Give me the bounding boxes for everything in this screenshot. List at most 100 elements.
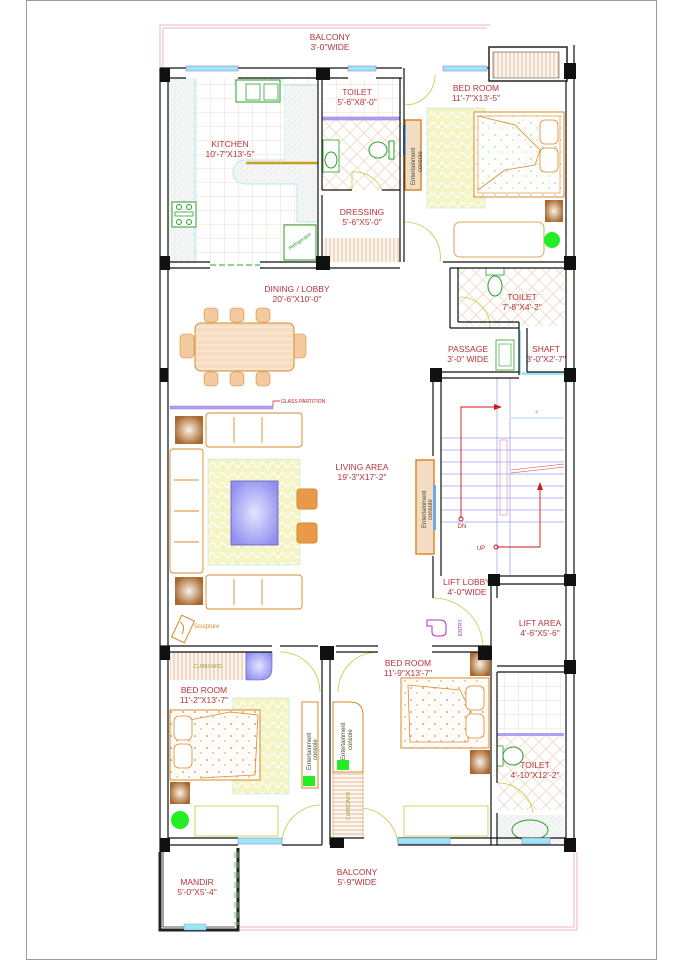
- side-table-lamp: [545, 200, 563, 222]
- room-name: BED ROOM: [181, 685, 227, 695]
- couch: [453, 221, 545, 258]
- room-name: DINING / LOBBY: [264, 284, 330, 294]
- toilet-seat-icon: [502, 746, 524, 766]
- plant-icon: [544, 232, 560, 248]
- balcony-north: BALCONY 3'-0"WIDE: [159, 24, 490, 68]
- dining-lobby: DINING / LOBBY 20'-6"X10'-0": [179, 284, 330, 387]
- room-name: DRESSING: [340, 207, 384, 217]
- dining-table-icon: [179, 307, 307, 387]
- side-table-lamp: [175, 416, 203, 444]
- room-size: 4'-10"X12'-2": [511, 770, 560, 780]
- glass-partition-label: GLASS PARTITION: [281, 399, 326, 405]
- refrigerator: [283, 224, 317, 261]
- toilet-seat-icon: [487, 275, 503, 297]
- room-name: LIVING AREA: [336, 462, 389, 472]
- living-area: GLASS PARTITION Entertainment console Sc…: [169, 399, 436, 644]
- sofa-icon: [194, 805, 279, 837]
- room-name: MANDIR: [180, 877, 214, 887]
- room-size: 7'-8"X4'-2": [502, 302, 542, 312]
- sculpture-icon: Sculpture: [170, 614, 220, 644]
- cupboard-label: CUBBOARD: [346, 791, 352, 820]
- toilet-seat-icon: [368, 141, 388, 159]
- room-size: 3'-0"X2'-7": [526, 354, 566, 364]
- columns: [160, 63, 576, 852]
- side-table-lamp: [175, 577, 203, 605]
- entry-hand-icon: [426, 619, 447, 637]
- entertainment-label: console: [348, 729, 354, 750]
- entry-door[interactable]: ENTRY: [426, 597, 484, 649]
- bedroom-1: Entertainment console BED ROOM 11'-7"X13…: [403, 46, 568, 263]
- stair-down-label: DN: [458, 524, 467, 530]
- room-size: 10'-7"X13'-5": [206, 149, 255, 159]
- room-size: 5'-6"X5'-0": [342, 217, 382, 227]
- room-size: 5'-6"X8'-0": [337, 97, 377, 107]
- lift-lobby: LIFT LOBBY 4'-0"WIDE: [443, 577, 491, 597]
- room-name: TOILET: [342, 87, 372, 97]
- cupboard: [170, 652, 246, 680]
- stair-width-label: 4': [535, 410, 539, 416]
- stair-up-label: UP: [477, 546, 485, 552]
- side-table-lamp: [170, 782, 190, 804]
- room-size: 5'-9"WIDE: [337, 877, 376, 887]
- bedroom-3: BED ROOM 11'-9"X13'-7": [384, 652, 490, 837]
- center-table: [230, 480, 279, 546]
- balcony-south: BALCONY 5'-9"WIDE: [240, 852, 578, 931]
- arrow-up-path: [497, 490, 541, 548]
- room-name: BED ROOM: [453, 83, 499, 93]
- stove-icon: [171, 201, 197, 228]
- lift-area[interactable]: LIFT AREA 4'-6"X5'-6": [519, 618, 562, 638]
- bedroom-2: CUBBOARD Entertainment console BED ROOM …: [169, 651, 321, 841]
- room-name: TOILET: [507, 292, 537, 302]
- entertainment-label: Entertainment: [422, 490, 428, 528]
- room-size: 4'-6"X5'-6": [520, 628, 560, 638]
- dressing: DRESSING 5'-6"X5'-0": [322, 171, 400, 262]
- room-name: SHAFT: [532, 344, 560, 354]
- entertainment-label: Entertainment: [411, 147, 417, 185]
- toilet-2: TOILET 7'-8"X4'-2": [458, 267, 564, 329]
- side-table-lamp: [470, 750, 490, 774]
- wash-basin-icon: [322, 139, 340, 173]
- walls: [159, 45, 575, 852]
- room-size: 11'-7"X13'-5": [452, 93, 500, 103]
- room-name: LIFT LOBBY: [443, 577, 491, 587]
- room-size: 5'-0"X5'-4": [177, 887, 217, 897]
- pouf: [296, 488, 318, 510]
- windows: [185, 65, 551, 845]
- room-size: 11'-2"X13'-7": [180, 695, 228, 705]
- room-name: TOILET: [520, 760, 550, 770]
- entry-label: ENTRY: [458, 618, 464, 636]
- toilet-3: TOILET 4'-10"X12'-2": [496, 672, 564, 845]
- room-size: 11'-9"X13'-7": [384, 668, 432, 678]
- room-size: 19'-3"X17'-2": [338, 472, 387, 482]
- corridor-cupboard: CUBBOARD Entertainment console: [332, 651, 399, 846]
- passage: PASSAGE 3'-0" WIDE: [447, 339, 515, 371]
- room-name: KITCHEN: [211, 139, 248, 149]
- entertainment-label: console: [428, 499, 434, 520]
- room-name: PASSAGE: [448, 344, 488, 354]
- entertainment-label: console: [418, 151, 424, 172]
- pouf: [296, 522, 318, 544]
- wash-basin-icon: [495, 339, 515, 371]
- staircase[interactable]: 4' DN UP: [441, 378, 565, 575]
- room-name: BED ROOM: [385, 658, 431, 668]
- mandir: MANDIR 5'-0"X5'-4": [158, 848, 240, 932]
- entertainment-console: [301, 701, 319, 789]
- entertainment-label: Entertainment: [341, 722, 347, 760]
- sculpture-label: Sculpture: [194, 624, 220, 630]
- sheet-border: [26, 0, 657, 960]
- room-size: 4'-0"WIDE: [447, 587, 486, 597]
- room-name: BALCONY: [310, 32, 351, 42]
- plant-icon: [171, 811, 189, 829]
- room-size: 3'-0"WIDE: [310, 42, 349, 52]
- room-name: LIFT AREA: [519, 618, 562, 628]
- kitchen: Refrigerator KITCHEN 10'-7"X13'-5": [168, 78, 319, 263]
- cupboard-label: CUBBOARD: [194, 664, 223, 670]
- entertainment-label: console: [313, 739, 319, 760]
- toilet-1: TOILET 5'-6"X8'-0": [321, 78, 402, 190]
- room-size: 20'-6"X10'-0": [273, 294, 322, 304]
- room-name: BALCONY: [337, 867, 378, 877]
- kitchen-sink: [235, 79, 281, 103]
- glass-partition: [169, 405, 274, 410]
- sofa-icon: [169, 412, 303, 610]
